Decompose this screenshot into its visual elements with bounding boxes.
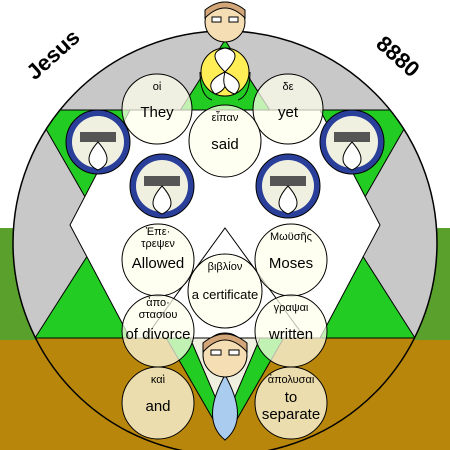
english-word: separate — [262, 406, 320, 423]
english-word: Moses — [269, 255, 313, 272]
greek-word: στασιου — [139, 309, 178, 321]
english-word: of divorce — [125, 326, 190, 343]
english-word: Allowed — [132, 255, 185, 272]
figure-circle-upper-right — [319, 109, 385, 175]
word-circle-certificate: βιβλίον a certificate — [187, 253, 263, 329]
figure-circle-inner-right — [255, 153, 321, 219]
english-word: and — [145, 398, 170, 415]
word-circle-shape — [121, 73, 193, 145]
word-circle-shape — [252, 73, 324, 145]
english-word: They — [140, 104, 174, 121]
greek-word: οἱ — [153, 81, 162, 93]
english-word: yet — [278, 104, 299, 121]
greek-word: ἀπολυσαι — [268, 374, 315, 386]
greek-word: γραψαι — [274, 302, 309, 314]
bottom-figure — [202, 332, 248, 441]
word-circle-shape — [188, 104, 262, 178]
greek-word: Ἐπε· — [146, 226, 171, 238]
english-word: a certificate — [192, 287, 258, 302]
word-circle-shape — [254, 366, 328, 440]
word-circle-written: γραψαι written — [254, 294, 328, 368]
greek-word: καὶ — [151, 374, 166, 386]
greek-word: βιβλίον — [208, 261, 243, 273]
english-word: to — [285, 389, 298, 406]
word-circle-yet: δε yet — [252, 73, 324, 145]
word-circle-and: καὶ and — [121, 366, 195, 440]
english-word: said — [211, 136, 239, 153]
greek-word: ἀπο· — [146, 297, 170, 309]
greek-word: Μωϋσῆς — [270, 231, 312, 243]
figure-circle-upper-left — [65, 109, 131, 175]
figure-circle-inner-left — [129, 153, 195, 219]
word-circle-said: εἶπαν said — [188, 104, 262, 178]
greek-word: δε — [282, 81, 293, 93]
top-figure — [199, 1, 251, 101]
word-circle-shape — [187, 253, 263, 329]
word-circle-divorce: ἀπο·στασιου of divorce — [121, 294, 195, 368]
greek-word: τρεψεν — [141, 238, 175, 250]
word-circle-shape — [121, 366, 195, 440]
greek-word: εἶπαν — [212, 111, 239, 124]
english-word: written — [268, 326, 313, 343]
